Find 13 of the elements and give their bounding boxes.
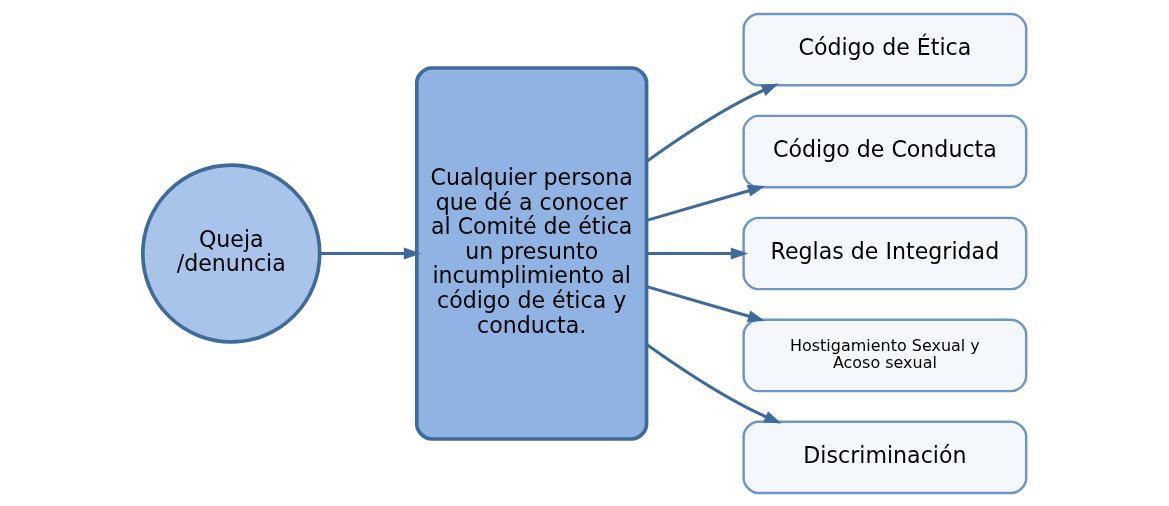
arrow: [645, 342, 782, 424]
node-box: Reglas de Integridad: [742, 216, 1028, 290]
node-box: Código de Ética: [742, 12, 1028, 86]
node-box: Hostigamiento Sexual y Acoso sexual: [742, 318, 1028, 392]
arrow: [319, 246, 422, 260]
node-box: Cualquier persona que dé a conocer al Comité de ética un presunto incumplimiento al código de ética y conducta.: [414, 65, 649, 441]
node-box: Discriminación: [742, 420, 1028, 494]
arrow: [645, 82, 779, 163]
arrow: [646, 184, 766, 222]
arrow: [646, 284, 766, 322]
node-box: Código de Conducta: [742, 114, 1028, 188]
arrow: [646, 246, 749, 260]
node-circle: Queja /denuncia: [140, 162, 322, 344]
